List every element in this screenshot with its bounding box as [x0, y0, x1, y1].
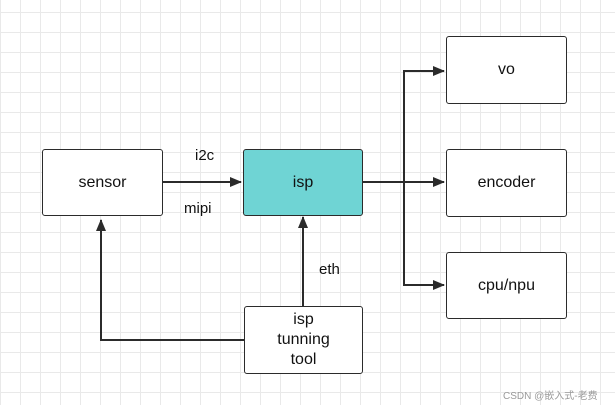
i2c-label: i2c	[195, 147, 215, 164]
encoder-node: encoder	[446, 149, 567, 217]
sensor-node: sensor	[42, 149, 163, 216]
eth-label: eth	[319, 261, 340, 278]
isp-to-vo-arrow	[363, 66, 445, 183]
mipi-label: mipi	[184, 200, 212, 217]
isp-node: isp	[243, 149, 363, 216]
cpu-npu-node: cpu/npu	[446, 252, 567, 319]
tool-to-sensor-arrow	[96, 219, 244, 341]
isp-to-cpu-npu-arrow	[363, 181, 445, 290]
isp-tunning-tool-node: isp tunning tool	[244, 306, 363, 374]
vo-node: vo	[446, 36, 567, 104]
watermark: CSDN @嵌入式-老费	[503, 391, 598, 402]
